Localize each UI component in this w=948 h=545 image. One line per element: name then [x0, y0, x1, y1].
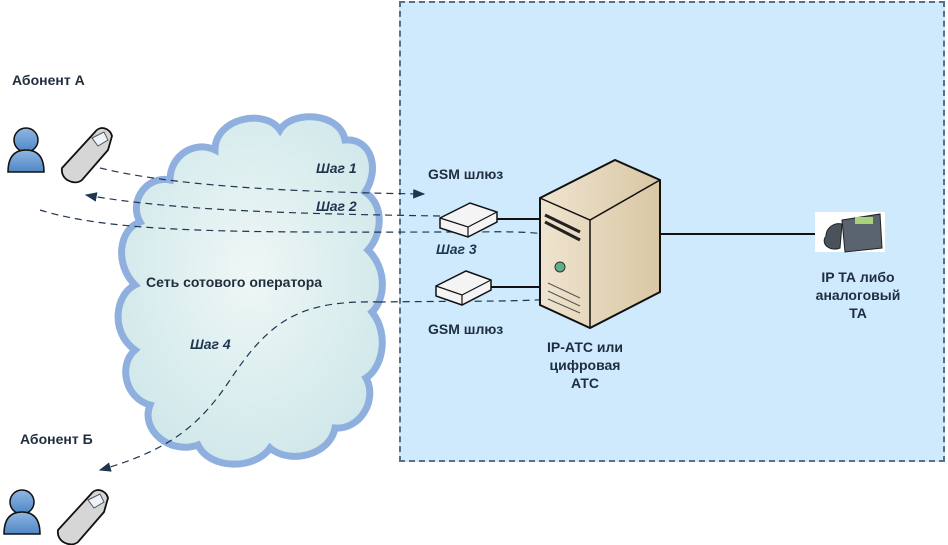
- cloud-label: Сеть сотового оператора: [146, 274, 323, 290]
- phone-label-line1: IP ТА либо: [821, 269, 895, 285]
- pbx-label-line3: АТС: [570, 375, 600, 391]
- subscriber-a-phone-icon: [61, 127, 113, 184]
- step-2-label: Шаг 2: [316, 198, 357, 214]
- subscriber-a-person-icon: [7, 127, 45, 173]
- gsm-gateway-top-icon: [439, 202, 498, 238]
- pbx-server-icon: [539, 158, 661, 330]
- step-3-label: Шаг 3: [436, 241, 477, 257]
- step-1-line: [99, 167, 426, 199]
- gateway-top-label: GSM шлюз: [428, 166, 504, 182]
- pbx-label-line2: цифровая: [549, 357, 621, 373]
- subscriber-b-person-icon: [3, 489, 41, 535]
- gsm-gateway-bottom-icon: [435, 270, 492, 306]
- subscriber-b-phone-icon: [57, 489, 109, 545]
- step-4-line: [98, 301, 381, 472]
- pbx-label: IP-АТС или цифровая АТС: [530, 338, 640, 392]
- step-2-line: [84, 192, 441, 217]
- subscriber-b-label: Абонент Б: [20, 431, 93, 447]
- subscriber-a-label: Абонент А: [12, 72, 85, 88]
- gateway-bottom-label: GSM шлюз: [428, 321, 504, 337]
- ip-phone-icon: [815, 212, 885, 253]
- phone-label-line3: ТА: [849, 305, 867, 321]
- step-4-label: Шаг 4: [190, 336, 231, 352]
- phone-label-line2: аналоговый: [815, 287, 901, 303]
- cellular-network-cloud: [114, 113, 386, 468]
- step-1-label: Шаг 1: [316, 160, 357, 176]
- phone-label: IP ТА либо аналоговый ТА: [800, 268, 916, 322]
- pbx-label-line1: IP-АТС или: [547, 339, 623, 355]
